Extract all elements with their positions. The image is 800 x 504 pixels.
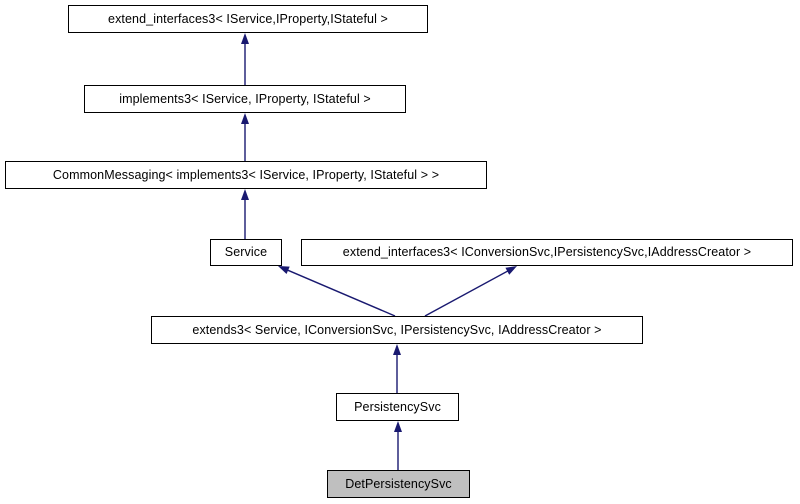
inheritance-arrowhead: [241, 113, 249, 124]
class-node-label: DetPersistencySvc: [345, 476, 452, 491]
inheritance-arrowhead: [505, 266, 517, 275]
class-node-det-persistency-svc[interactable]: DetPersistencySvc: [327, 470, 470, 498]
inheritance-arrowhead: [393, 344, 401, 355]
inheritance-edge: [241, 113, 249, 161]
inheritance-edge: [241, 33, 249, 85]
class-node-common-messaging[interactable]: CommonMessaging< implements3< IService, …: [5, 161, 487, 189]
class-node-label: CommonMessaging< implements3< IService, …: [52, 167, 440, 182]
class-node-label: extend_interfaces3< IConversionSvc,IPers…: [342, 245, 752, 260]
class-node-label: extend_interfaces3< IService,IProperty,I…: [108, 11, 388, 26]
inheritance-arrowhead: [241, 33, 249, 44]
inheritance-edge: [393, 344, 401, 393]
inheritance-edge: [424, 266, 517, 317]
class-node-label: implements3< IService, IProperty, IState…: [119, 91, 371, 106]
class-node-persistency-svc[interactable]: PersistencySvc: [336, 393, 459, 421]
inheritance-arrowhead: [241, 189, 249, 200]
class-node-label: PersistencySvc: [354, 399, 441, 414]
inheritance-edge: [278, 266, 396, 317]
class-node-label: Service: [224, 245, 268, 260]
class-node-extend-interfaces3-conversion[interactable]: extend_interfaces3< IConversionSvc,IPers…: [301, 239, 793, 266]
inheritance-edge-line: [424, 269, 510, 317]
class-node-extend-interfaces3-service[interactable]: extend_interfaces3< IService,IProperty,I…: [68, 5, 428, 33]
inheritance-arrowhead: [278, 266, 290, 275]
class-node-service[interactable]: Service: [210, 239, 282, 266]
inheritance-edge-line: [286, 269, 396, 317]
class-node-implements3-service[interactable]: implements3< IService, IProperty, IState…: [84, 85, 406, 113]
inheritance-edge: [241, 189, 249, 239]
class-node-extends3[interactable]: extends3< Service, IConversionSvc, IPers…: [151, 316, 643, 344]
class-node-label: extends3< Service, IConversionSvc, IPers…: [192, 322, 602, 337]
inheritance-edge: [394, 421, 402, 470]
inheritance-arrowhead: [394, 421, 402, 432]
